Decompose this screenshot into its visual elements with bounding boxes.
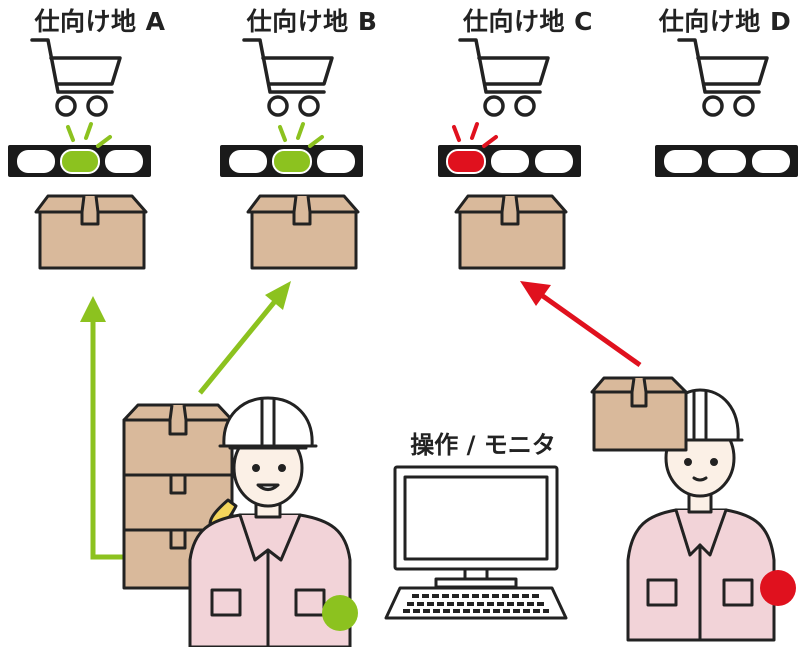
box-icon (34, 194, 148, 270)
monitor-icon (393, 465, 559, 589)
station-label: 仕向け地 A (34, 7, 166, 36)
signal-lamp-panel (8, 145, 151, 177)
lamp-light-rays (278, 122, 324, 148)
cart-icon (242, 38, 334, 117)
station-graphic (438, 38, 581, 270)
status-dot-red (760, 570, 796, 606)
arrow-to-station-b (198, 281, 291, 395)
station-c: 仕向け地 C (428, 0, 628, 280)
station-graphic (655, 38, 798, 177)
cart-icon (458, 38, 550, 117)
cart-icon (30, 38, 122, 117)
keyboard-icon (384, 586, 568, 620)
station-label: 仕向け地 C (462, 7, 594, 36)
station-b: 仕向け地 B (212, 0, 412, 280)
worker-left (188, 396, 352, 647)
status-dot-green (322, 595, 358, 631)
lamp-light-rays (66, 122, 112, 148)
station-graphic (220, 38, 363, 270)
arrow-to-station-c (520, 281, 642, 368)
station-d: 仕向け地 D (625, 0, 800, 280)
signal-lamp-panel (438, 145, 581, 177)
lamp-light-rays (452, 122, 498, 148)
signal-lamp-panel (655, 145, 798, 177)
box-icon (246, 194, 360, 270)
cart-icon (677, 38, 769, 117)
terminal-label: 操作 / モニタ (410, 431, 556, 459)
station-label: 仕向け地 B (246, 7, 378, 36)
carried-box (590, 376, 688, 452)
station-graphic (8, 38, 151, 270)
signal-lamp-panel (220, 145, 363, 177)
station-label: 仕向け地 D (658, 7, 792, 36)
arrow-to-station-a (80, 296, 128, 560)
station-a: 仕向け地 A (0, 0, 200, 280)
box-icon (454, 194, 568, 270)
